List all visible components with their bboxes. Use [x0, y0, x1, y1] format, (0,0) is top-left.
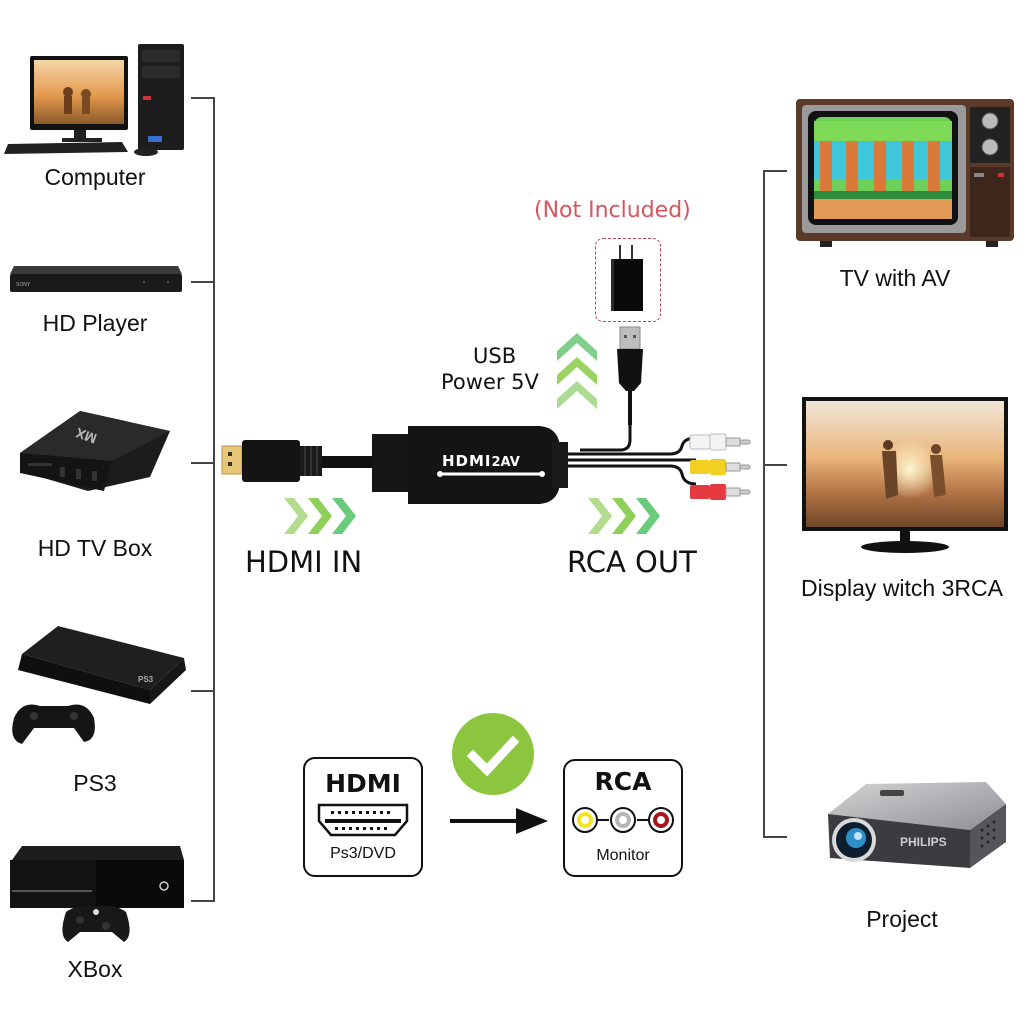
source-ps3: PS3 PS3	[0, 620, 190, 800]
retro-tv-icon	[796, 99, 1014, 247]
source-label-hd-tv-box: HD TV Box	[37, 535, 153, 561]
rca-plugs	[689, 430, 760, 505]
hdmi-card-subtitle: Ps3/DVD	[330, 845, 396, 862]
hdmi-source-card: HDMI Ps3/DVD	[303, 757, 423, 877]
power-adapter-icon	[611, 245, 643, 311]
hdmi-card-title: HDMI	[325, 769, 401, 798]
usb-label-line1: USB	[473, 344, 517, 368]
computer-icon	[4, 44, 184, 156]
hd-player-brand: SONY	[16, 282, 31, 288]
hdmi-port-icon	[317, 803, 409, 837]
rca-plug-yellow	[690, 459, 751, 475]
output-label-display-3rca: Display witch 3RCA	[801, 575, 1003, 601]
output-chevrons-icon	[588, 498, 660, 534]
source-bracket-tick-hd-player	[191, 281, 215, 283]
source-label-computer: Computer	[44, 164, 146, 190]
converter-body	[372, 426, 568, 504]
rca-jacks-icon	[572, 807, 674, 833]
converter-brand-suffix: 2AV	[491, 455, 520, 470]
source-label-xbox: XBox	[67, 956, 123, 982]
rca-out-label: RCA OUT	[567, 545, 697, 579]
output-display-3rca: Display witch 3RCA	[780, 395, 1024, 615]
output-tv-with-av: TV with AV	[790, 95, 1020, 295]
projector-icon: PHILIPS	[828, 782, 1006, 868]
output-projector: PHILIPS Project	[800, 770, 1024, 970]
projector-brand: PHILIPS	[900, 835, 947, 849]
check-icon	[452, 713, 534, 795]
source-label-ps3: PS3	[73, 770, 117, 796]
output-label-projector: Project	[866, 906, 938, 932]
ps3-console-icon: PS3	[12, 626, 186, 744]
input-chevrons-icon	[284, 498, 356, 534]
up-chevrons-icon	[557, 333, 597, 409]
hdmi-plug-icon	[221, 440, 322, 482]
rca-card-subtitle: Monitor	[596, 847, 650, 864]
source-label-hd-player: HD Player	[42, 310, 148, 336]
converter-brand-label: HDMI2AV	[442, 451, 520, 470]
usb-label-line2: Power 5V	[441, 370, 539, 394]
rca-card-title: RCA	[594, 767, 652, 796]
blu-ray-player-icon: SONY	[10, 266, 182, 292]
rca-plug-white	[689, 433, 751, 451]
rca-plug-red	[690, 484, 751, 500]
source-hd-player: SONY HD Player	[0, 260, 190, 340]
source-hd-tv-box: MX HD TV Box	[0, 405, 190, 565]
output-label-tv-with-av: TV with AV	[839, 265, 951, 291]
source-xbox: XBox	[0, 840, 190, 990]
tv-box-icon: MX	[20, 411, 170, 491]
rca-target-card: RCA Monitor	[563, 759, 683, 877]
source-bracket-tick-computer	[191, 97, 215, 99]
source-bracket-vertical	[213, 97, 215, 902]
arrow-right-icon	[450, 808, 548, 834]
output-bracket-tick-tv	[763, 170, 787, 172]
power-adapter-box	[595, 238, 661, 322]
converter-brand-hdmi: HDMI	[442, 452, 492, 470]
xbox-console-icon	[10, 846, 184, 942]
source-computer: Computer	[0, 40, 190, 200]
output-bracket-tick-projector	[763, 836, 787, 838]
source-bracket-tick-ps3	[191, 690, 215, 692]
output-bracket-tick-display	[763, 464, 787, 466]
ps3-brand: PS3	[138, 675, 154, 684]
lcd-display-icon	[802, 397, 1008, 553]
usb-plug-icon	[617, 326, 643, 425]
output-bracket-vertical	[763, 170, 765, 838]
source-bracket-tick-hd-tv-box	[191, 462, 215, 464]
source-bracket-tick-xbox	[191, 900, 215, 902]
adapter-note: (Not Included)	[534, 198, 691, 223]
hdmi-in-label: HDMI IN	[245, 545, 363, 579]
tv-box-brand: MX	[73, 425, 99, 447]
